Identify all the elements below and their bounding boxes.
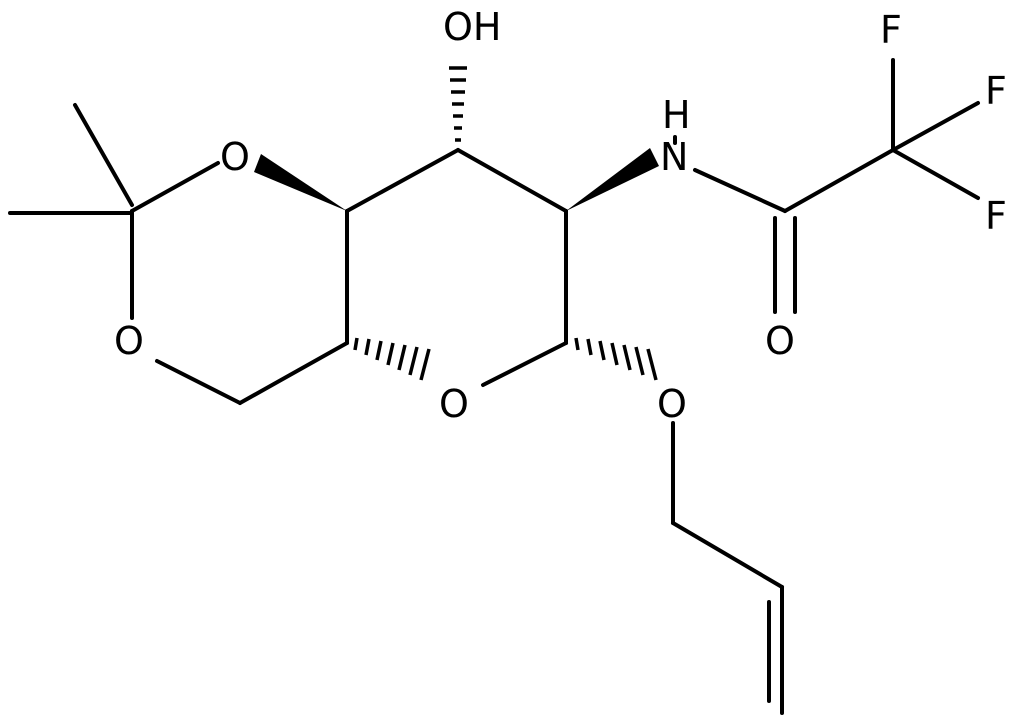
bond-ch2-c5 [238, 341, 349, 405]
bond-n-carbonyl-c [693, 168, 787, 213]
hash-c3-oh [449, 66, 467, 142]
bond-cf3-f3 [891, 148, 980, 200]
fluorine-bottom-label: F [985, 194, 1007, 238]
bond-cf3-f2 [891, 101, 980, 152]
hydroxyl-label: OH [443, 5, 501, 49]
pyranose-oxygen-label: O [439, 382, 469, 426]
fluorine-right-label: F [985, 69, 1007, 113]
ring-oxygen-upper-label: O [220, 135, 250, 179]
amide-nitrogen-label: N [660, 135, 688, 179]
carbonyl-oxygen-label: O [765, 319, 795, 363]
bond-c3-c2 [456, 148, 568, 213]
stereo-layer [254, 66, 659, 381]
bond-carbonyl-c-cf3 [783, 148, 895, 213]
bond-methyl-upper [73, 103, 134, 207]
amide-hydrogen-label: H [662, 93, 691, 137]
wedge-c2-n [566, 148, 659, 211]
bond-allyl-ch2-ch [671, 521, 784, 589]
bond-layer [8, 58, 980, 715]
fluorine-top-label: F [880, 8, 902, 52]
bond-o-lower-ch2 [155, 359, 242, 405]
ring-oxygen-lower-label: O [114, 319, 144, 363]
hash-c1-o-glyc [574, 337, 658, 381]
bond-cq-o-upper [130, 161, 220, 213]
wedge-c4-o-upper [254, 154, 347, 211]
bond-c4-c3 [345, 148, 460, 213]
hash-c5-o-ring [353, 337, 431, 381]
glycosidic-oxygen-label: O [657, 382, 687, 426]
bond-c1-o-ring [481, 341, 568, 387]
atom-labels: OH O O O O H N O F F F [114, 5, 1007, 426]
